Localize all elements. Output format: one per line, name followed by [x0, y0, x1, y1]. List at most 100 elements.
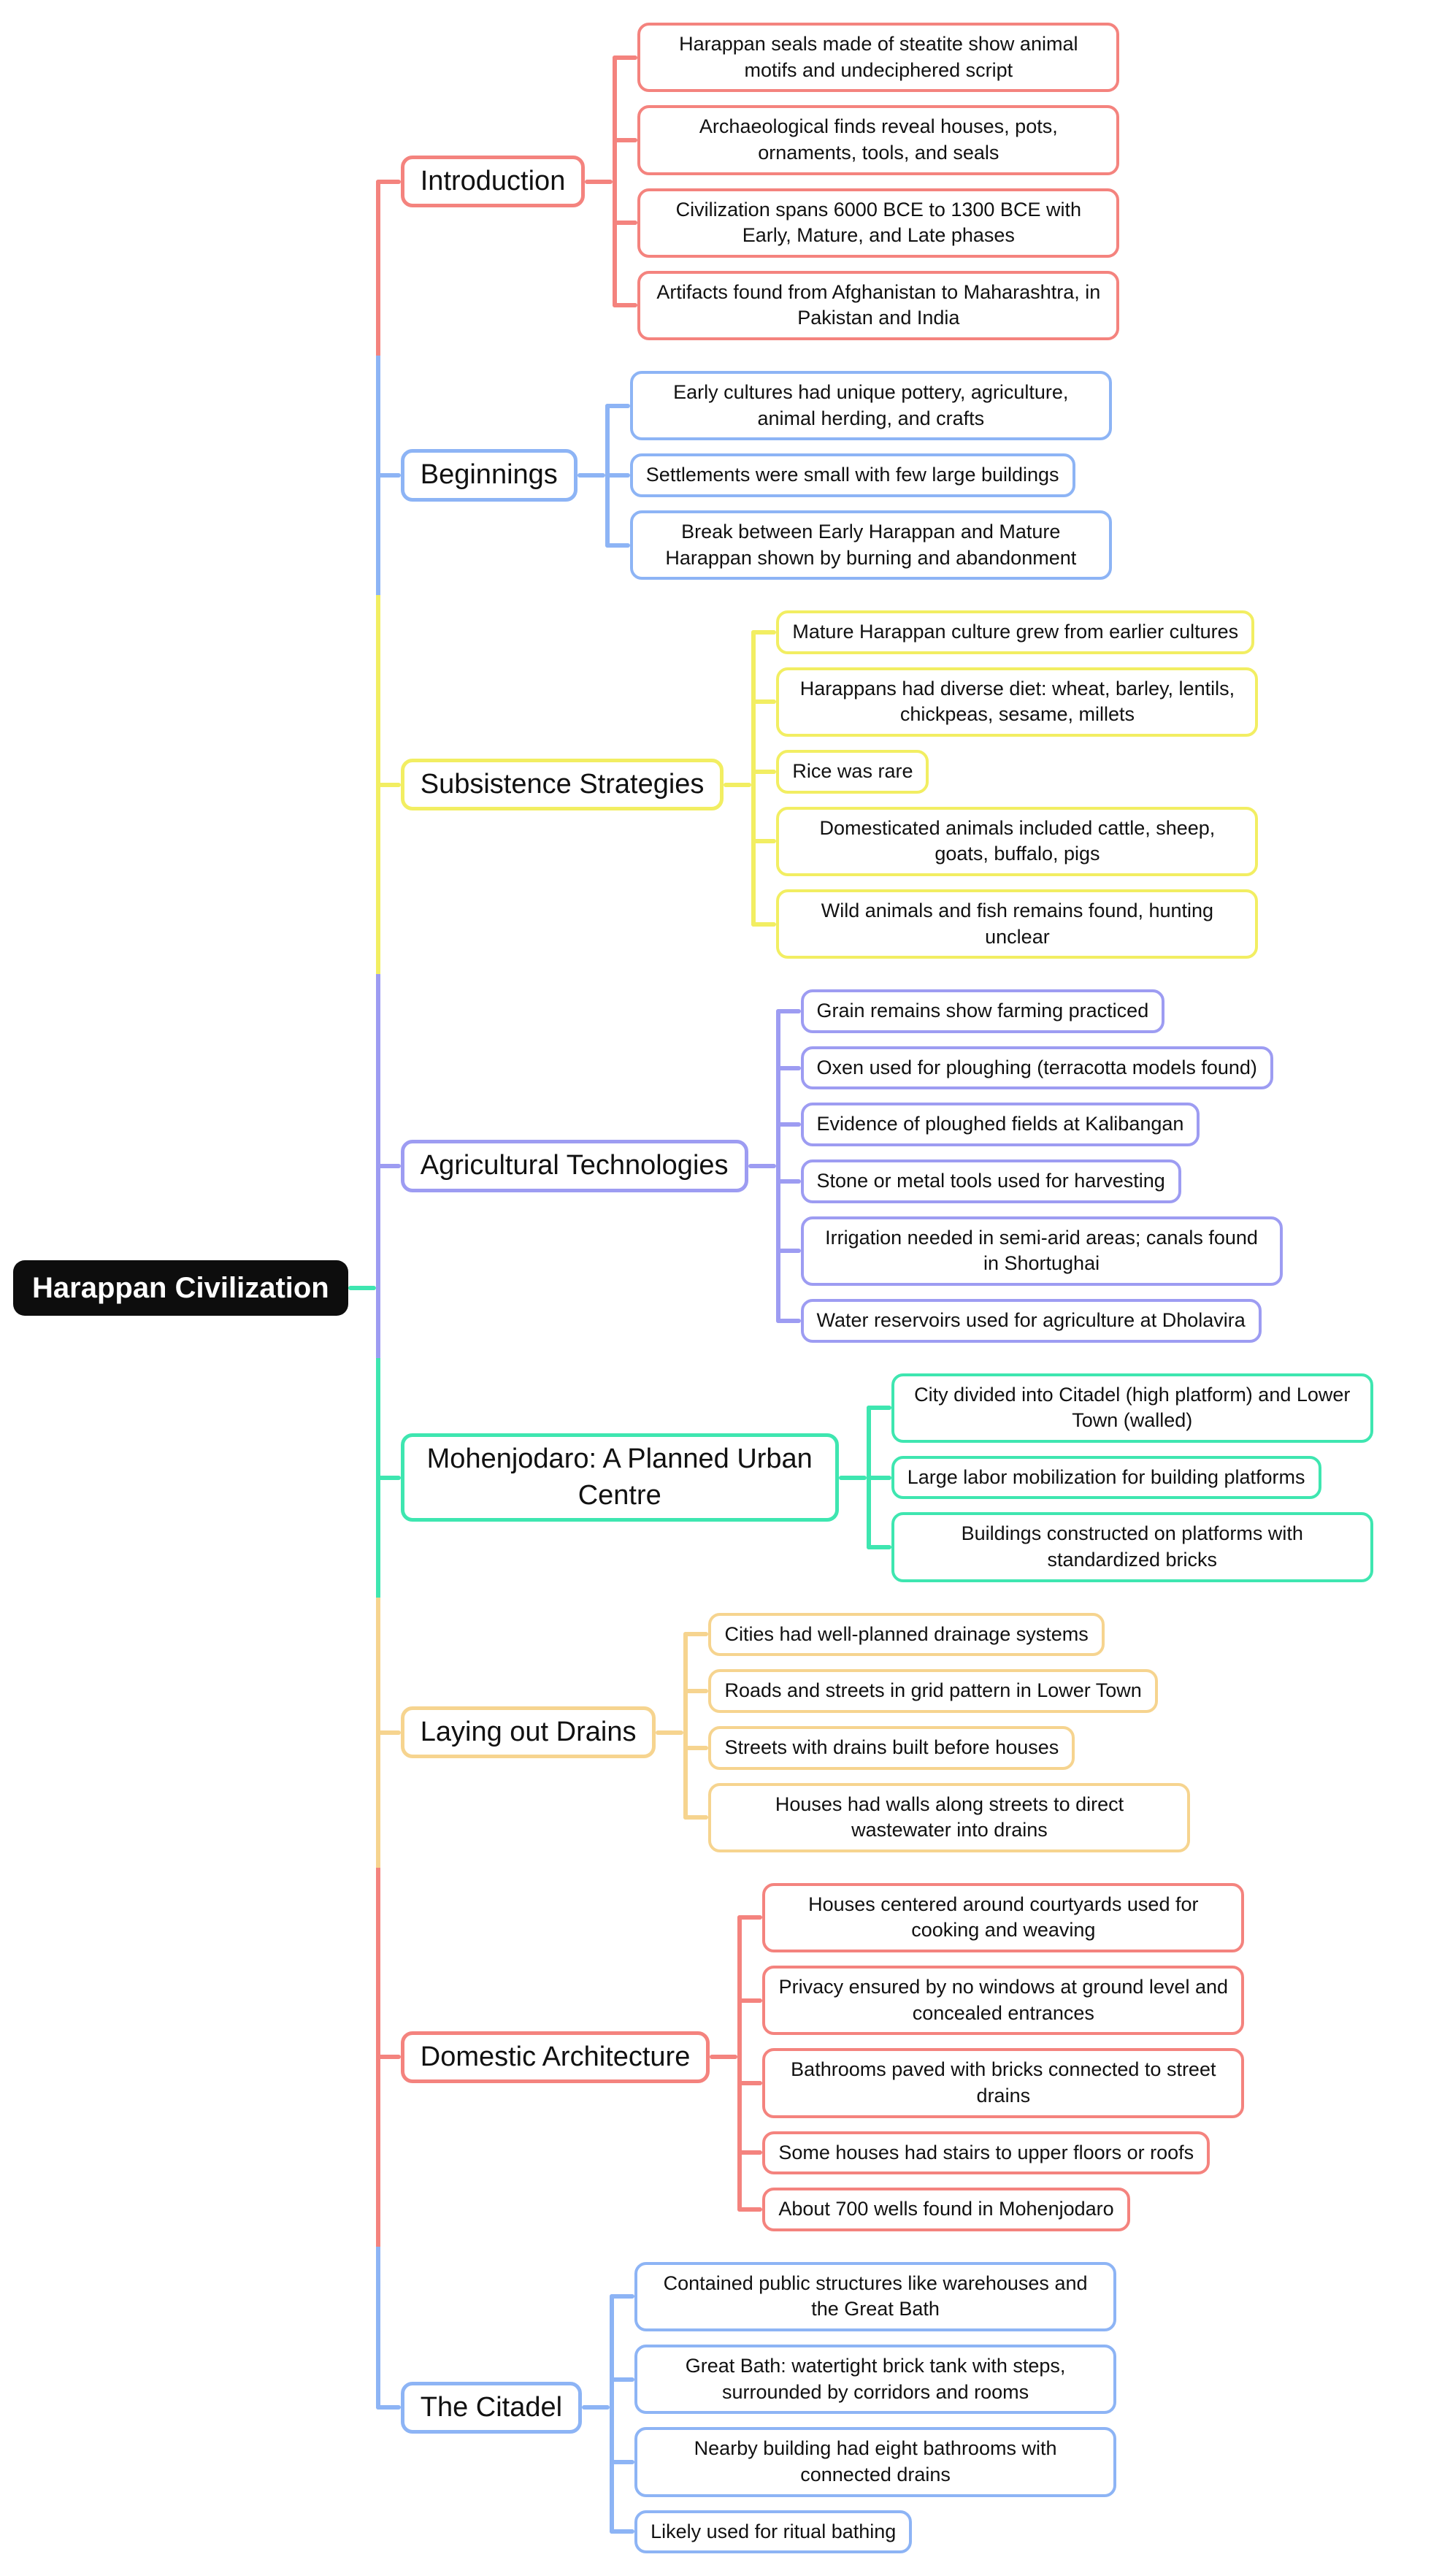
leaf-row: Settlements were small with few large bu… — [605, 447, 1112, 504]
leaf-row: Buildings constructed on platforms with … — [866, 1506, 1373, 1588]
leaf-node[interactable]: Nearby building had eight bathrooms with… — [634, 2427, 1117, 2497]
leaf-row: Oxen used for ploughing (terracotta mode… — [775, 1039, 1283, 1097]
leaf-node[interactable]: Early cultures had unique pottery, agric… — [629, 371, 1112, 441]
leaf-node[interactable]: Rice was rare — [776, 750, 929, 794]
branch-group-subsistence-strategies: Subsistence Strategies Mature Harappan c… — [375, 595, 1373, 975]
branch-node-agricultural-technologies[interactable]: Agricultural Technologies — [400, 1140, 748, 1192]
leaf-row: Harappans had diverse diet: wheat, barle… — [751, 660, 1259, 744]
leaf-node[interactable]: Roads and streets in grid pattern in Low… — [708, 1669, 1158, 1713]
branch-node-the-citadel[interactable]: The Citadel — [400, 2381, 583, 2434]
leaf-row: Irrigation needed in semi-arid areas; ca… — [775, 1209, 1283, 1293]
branch-node-mohenjodaro[interactable]: Mohenjodaro: A Planned Urban Centre — [400, 1433, 839, 1522]
connector-line — [710, 2055, 738, 2060]
branch-label: Beginnings — [420, 459, 558, 491]
branch-label: Mohenjodaro: A Planned Urban Centre — [426, 1444, 813, 1511]
root-connector-line — [348, 1286, 376, 1291]
connector-line — [582, 2405, 610, 2410]
leaf-row: Some houses had stairs to upper floors o… — [737, 2124, 1244, 2182]
branch-node-laying-out-drains[interactable]: Laying out Drains — [400, 1706, 656, 1759]
branch-node-beginnings[interactable]: Beginnings — [400, 449, 577, 502]
branch-list: Introduction Harappan seals made of stea… — [375, 7, 1373, 2569]
branch-label: Domestic Architecture — [420, 2041, 691, 2072]
connector-line — [585, 179, 613, 184]
root-node[interactable]: Harappan Civilization — [13, 1260, 348, 1316]
leaf-row: Mature Harappan culture grew from earlie… — [751, 604, 1258, 661]
leaf-row: Archaeological finds reveal houses, pots… — [613, 99, 1120, 182]
branch-group-mohenjodaro: Mohenjodaro: A Planned Urban Centre City… — [375, 1357, 1373, 1598]
root-label: Harappan Civilization — [32, 1272, 329, 1305]
leaf-row: Likely used for ritual bathing — [610, 2503, 1116, 2561]
leaf-row: Civilization spans 6000 BCE to 1300 BCE … — [613, 181, 1120, 265]
leaf-node[interactable]: Archaeological finds reveal houses, pots… — [637, 105, 1120, 175]
leaf-node[interactable]: Harappans had diverse diet: wheat, barle… — [776, 667, 1259, 737]
leaf-row: Houses centered around courtyards used f… — [737, 1877, 1245, 1960]
leaf-node[interactable]: Mature Harappan culture grew from earlie… — [776, 610, 1255, 654]
connector-line — [748, 1163, 776, 1168]
leaf-node[interactable]: About 700 wells found in Mohenjodaro — [762, 2188, 1130, 2231]
leaf-row: Artifacts found from Afghanistan to Maha… — [613, 264, 1120, 347]
leaf-row: Rice was rare — [751, 743, 1258, 800]
connector-line — [724, 782, 752, 787]
branch-label: Subsistence Strategies — [420, 768, 705, 800]
branch-label: Introduction — [420, 165, 566, 196]
leaf-node[interactable]: Civilization spans 6000 BCE to 1300 BCE … — [637, 188, 1120, 258]
leaf-node[interactable]: Irrigation needed in semi-arid areas; ca… — [800, 1216, 1283, 1286]
branch-label: Agricultural Technologies — [420, 1150, 729, 1181]
branch-label: The Citadel — [420, 2391, 563, 2423]
leaf-row: Water reservoirs used for agriculture at… — [775, 1292, 1283, 1349]
leaf-node[interactable]: Domesticated animals included cattle, sh… — [776, 806, 1259, 876]
leaf-node[interactable]: Some houses had stairs to upper floors o… — [762, 2131, 1210, 2175]
branch-node-domestic-architecture[interactable]: Domestic Architecture — [400, 2031, 710, 2083]
leaf-row: Wild animals and fish remains found, hun… — [751, 882, 1259, 965]
leaf-node[interactable]: Stone or metal tools used for harvesting — [800, 1159, 1181, 1203]
leaf-row: Bathrooms paved with bricks connected to… — [737, 2042, 1245, 2125]
leaf-node[interactable]: Large labor mobilization for building pl… — [891, 1455, 1321, 1500]
branch-group-laying-out-drains: Laying out Drains Cities had well-planne… — [375, 1597, 1373, 1868]
leaf-node[interactable]: Privacy ensured by no windows at ground … — [762, 1966, 1245, 2036]
leaf-row: Privacy ensured by no windows at ground … — [737, 1959, 1245, 2042]
leaf-row: Streets with drains built before houses — [683, 1719, 1190, 1776]
leaf-node[interactable]: Oxen used for ploughing (terracotta mode… — [800, 1046, 1273, 1090]
leaf-row: Break between Early Harappan and Mature … — [605, 503, 1112, 586]
leaf-node[interactable]: Contained public structures like warehou… — [634, 2261, 1117, 2331]
branch-group-the-citadel: The Citadel Contained public structures … — [375, 2246, 1373, 2569]
leaf-row: Contained public structures like warehou… — [610, 2255, 1117, 2339]
leaf-node[interactable]: Wild animals and fish remains found, hun… — [776, 889, 1259, 959]
leaf-node[interactable]: Cities had well-planned drainage systems — [708, 1612, 1105, 1657]
leaf-node[interactable]: Water reservoirs used for agriculture at… — [800, 1298, 1262, 1343]
leaf-node[interactable]: Evidence of ploughed fields at Kalibanga… — [800, 1103, 1200, 1146]
leaf-row: Harappan seals made of steatite show ani… — [613, 16, 1120, 99]
leaf-node[interactable]: Grain remains show farming practiced — [800, 989, 1165, 1033]
branch-group-agricultural-technologies: Agricultural Technologies Grain remains … — [375, 974, 1373, 1358]
leaf-row: Stone or metal tools used for harvesting — [775, 1153, 1283, 1210]
branch-group-domestic-architecture: Domestic Architecture Houses centered ar… — [375, 1867, 1373, 2247]
leaf-node[interactable]: Houses centered around courtyards used f… — [762, 1882, 1245, 1952]
branch-group-beginnings: Beginnings Early cultures had unique pot… — [375, 356, 1373, 596]
leaf-row: About 700 wells found in Mohenjodaro — [737, 2181, 1244, 2238]
leaf-node[interactable]: Houses had walls along streets to direct… — [708, 1782, 1191, 1852]
leaf-node[interactable]: Artifacts found from Afghanistan to Maha… — [637, 270, 1120, 340]
leaf-row: City divided into Citadel (high platform… — [866, 1367, 1373, 1450]
leaf-node[interactable]: Buildings constructed on platforms with … — [891, 1512, 1373, 1582]
branch-node-introduction[interactable]: Introduction — [400, 155, 586, 208]
leaf-row: Cities had well-planned drainage systems — [683, 1606, 1190, 1663]
leaf-row: Houses had walls along streets to direct… — [683, 1776, 1191, 1859]
leaf-node[interactable]: City divided into Citadel (high platform… — [891, 1373, 1373, 1443]
leaf-node[interactable]: Streets with drains built before houses — [708, 1725, 1075, 1770]
branch-node-subsistence-strategies[interactable]: Subsistence Strategies — [400, 758, 724, 811]
leaf-row: Roads and streets in grid pattern in Low… — [683, 1663, 1190, 1720]
leaf-node[interactable]: Harappan seals made of steatite show ani… — [637, 23, 1120, 93]
leaf-row: Evidence of ploughed fields at Kalibanga… — [775, 1096, 1283, 1153]
branch-label: Laying out Drains — [420, 1716, 637, 1747]
leaf-row: Nearby building had eight bathrooms with… — [610, 2420, 1117, 2504]
leaf-node[interactable]: Settlements were small with few large bu… — [629, 453, 1075, 497]
connector-line — [656, 1730, 684, 1735]
leaf-node[interactable]: Likely used for ritual bathing — [634, 2510, 913, 2554]
connector-line — [838, 1475, 867, 1480]
leaf-row: Early cultures had unique pottery, agric… — [605, 364, 1112, 448]
leaf-row: Domesticated animals included cattle, sh… — [751, 800, 1259, 883]
leaf-row: Grain remains show farming practiced — [775, 983, 1283, 1040]
leaf-node[interactable]: Break between Early Harappan and Mature … — [629, 510, 1112, 580]
leaf-node[interactable]: Bathrooms paved with bricks connected to… — [762, 2048, 1245, 2118]
